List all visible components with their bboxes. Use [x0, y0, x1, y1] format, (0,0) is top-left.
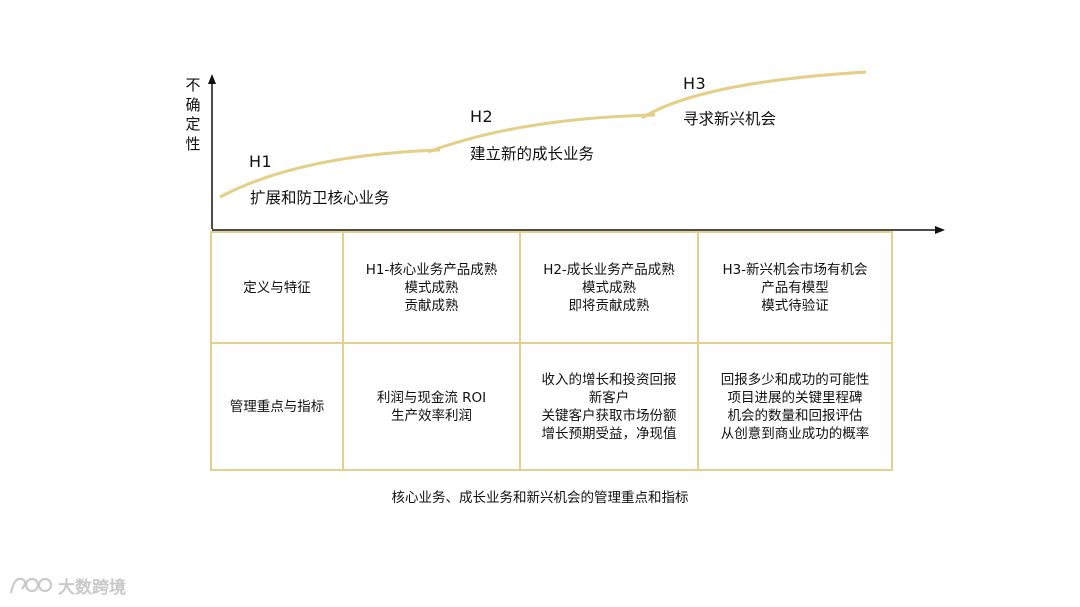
cell-line: 产品有模型 [761, 279, 829, 296]
cell-h2-management: 收入的增长和投资回报 新客户 关键客户获取市场份额 增长预期受益，净现值 [519, 342, 699, 471]
row-header-label: 定义与特征 [243, 279, 311, 296]
cell-line: 模式待验证 [761, 297, 829, 314]
watermark-text: 大数跨境 [58, 577, 126, 598]
cell-h1-management: 利润与现金流 ROI 生产效率利润 [342, 342, 521, 471]
row-header-definition: 定义与特征 [210, 231, 344, 344]
cell-line: H1-核心业务产品成熟 [365, 261, 498, 278]
h3-growth-curve [641, 70, 867, 120]
cell-line: 模式成熟 [404, 279, 459, 296]
cell-line: 关键客户获取市场份额 [541, 407, 677, 424]
h1-growth-curve [219, 148, 441, 199]
cell-line: H3-新兴机会市场有机会 [722, 261, 868, 278]
cell-line: 回报多少和成功的可能性 [720, 371, 870, 388]
y-axis-arrow [208, 74, 216, 84]
cell-line: 新客户 [588, 389, 630, 406]
management-focus-table: 定义与特征 H1-核心业务产品成熟 模式成熟 贡献成熟 H2-成长业务产品成熟 … [210, 231, 893, 471]
h1-label: H1 [249, 152, 273, 171]
h2-label: H2 [470, 107, 494, 126]
table-row-management: 管理重点与指标 利润与现金流 ROI 生产效率利润 收入的增长和投资回报 新客户… [210, 342, 893, 471]
cell-line: 增长预期受益，净现值 [541, 425, 677, 442]
h1-description: 扩展和防卫核心业务 [250, 189, 390, 207]
cell-h1-definition: H1-核心业务产品成熟 模式成熟 贡献成熟 [342, 231, 521, 344]
cell-line: 机会的数量和回报评估 [727, 407, 863, 424]
cell-line: 生产效率利润 [391, 407, 472, 424]
cell-h3-definition: H3-新兴机会市场有机会 产品有模型 模式待验证 [697, 231, 893, 344]
row-header-management: 管理重点与指标 [210, 342, 344, 471]
y-axis-label: 不确定性 [185, 76, 201, 153]
cell-line: 收入的增长和投资回报 [541, 371, 677, 388]
cell-line: 利润与现金流 ROI [376, 389, 487, 406]
h2-description: 建立新的成长业务 [470, 145, 595, 163]
x-axis-arrow [935, 226, 945, 234]
table-row-definition: 定义与特征 H1-核心业务产品成熟 模式成熟 贡献成熟 H2-成长业务产品成熟 … [210, 231, 893, 344]
cell-line: 模式成熟 [582, 279, 636, 296]
cell-line: H2-成长业务产品成熟 [543, 261, 675, 278]
cell-line: 贡献成熟 [404, 297, 459, 314]
h3-label: H3 [683, 74, 707, 93]
watermark: 大数跨境 [8, 572, 126, 598]
figure-caption: 核心业务、成长业务和新兴机会的管理重点和指标 [391, 490, 689, 506]
h2-growth-curve [427, 113, 656, 154]
h3-description: 寻求新兴机会 [683, 110, 777, 128]
cell-h3-management: 回报多少和成功的可能性 项目进展的关键里程碑 机会的数量和回报评估 从创意到商业… [697, 342, 893, 471]
row-header-label: 管理重点与指标 [229, 398, 325, 415]
watermark-logo-icon [9, 577, 52, 594]
cell-line: 从创意到商业成功的概率 [720, 425, 870, 442]
cell-h2-definition: H2-成长业务产品成熟 模式成熟 即将贡献成熟 [519, 231, 699, 344]
cell-line: 项目进展的关键里程碑 [727, 389, 863, 406]
cell-line: 即将贡献成熟 [568, 297, 650, 314]
